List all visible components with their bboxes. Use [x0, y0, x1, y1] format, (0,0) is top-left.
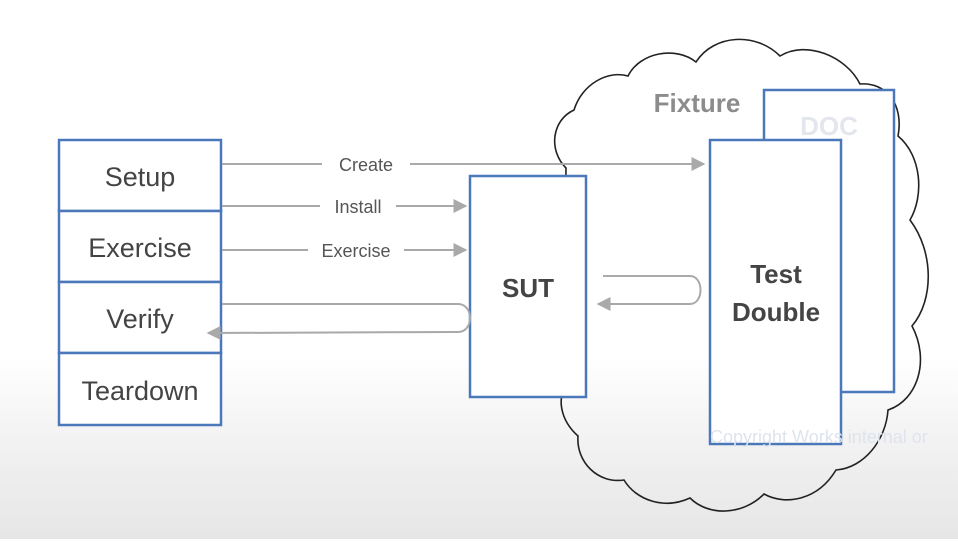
doc-label: DOC	[800, 111, 858, 141]
create-arrow-label: Create	[339, 155, 393, 175]
test-double-label-line1: Test	[750, 259, 802, 289]
install-arrow-label: Install	[334, 197, 381, 217]
exercise-arrow-label: Exercise	[321, 241, 390, 261]
fixture-label: Fixture	[654, 88, 741, 118]
fixture-cloud	[553, 38, 930, 512]
test-double-loop-arrow	[596, 275, 702, 311]
teardown-label: Teardown	[81, 376, 198, 406]
sut-box	[468, 174, 588, 399]
test-double-box	[708, 138, 843, 446]
sut-label: SUT	[502, 273, 554, 303]
test-double-label-line2: Double	[732, 297, 820, 327]
verify-loop-arrow	[206, 303, 471, 340]
phase-stack: Setup Exercise Verify Teardown	[57, 138, 223, 427]
teardown-box	[57, 351, 223, 427]
watermark: Copyright Works internal or	[710, 427, 928, 447]
setup-label: Setup	[105, 162, 176, 192]
exercise-label: Exercise	[88, 233, 192, 263]
verify-box	[57, 280, 223, 355]
verify-label: Verify	[106, 304, 174, 334]
